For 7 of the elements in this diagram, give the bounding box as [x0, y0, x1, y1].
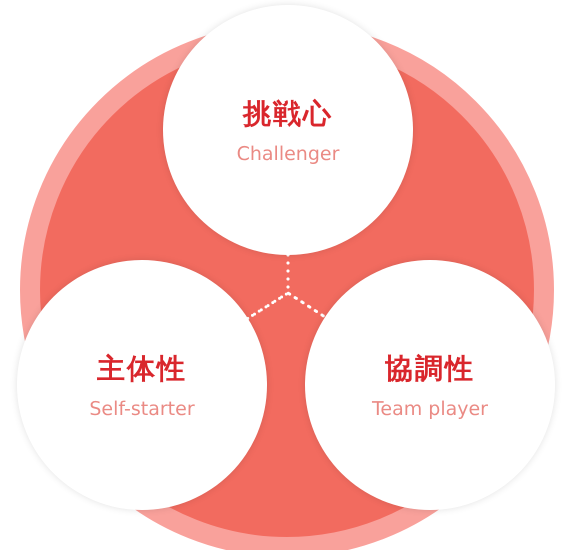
dotted-line [286, 254, 327, 319]
heading: 協調性 [385, 351, 475, 387]
subheading: Team player [372, 398, 488, 420]
subheading: Challenger [236, 143, 340, 165]
heading: 挑戦心 [243, 96, 333, 132]
heading: 主体性 [97, 351, 187, 387]
subheading: Self-starter [89, 398, 195, 420]
